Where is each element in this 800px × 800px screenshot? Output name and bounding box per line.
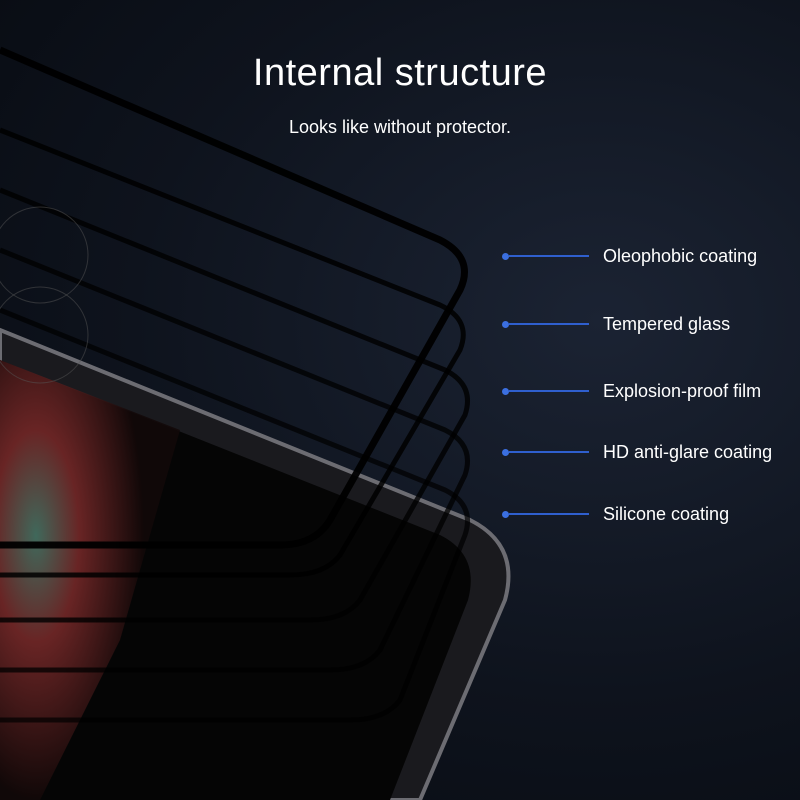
bullet-dot-icon	[502, 320, 509, 328]
layer-label-text: HD anti-glare coating	[603, 441, 773, 462]
layer-label-text: Silicone coating	[603, 503, 730, 524]
layer-label-silicone: Silicone coating	[502, 503, 730, 524]
leader-line	[509, 255, 589, 257]
glass-layers	[0, 46, 470, 723]
leader-line	[509, 390, 589, 392]
layer-label-text: Oleophobic coating	[603, 245, 758, 266]
bullet-dot-icon	[502, 252, 509, 260]
layer-label-text: Explosion-proof film	[603, 380, 762, 401]
page-subtitle: Looks like without protector.	[288, 117, 512, 137]
layer-label-text: Tempered glass	[603, 313, 731, 334]
bullet-dot-icon	[502, 387, 509, 395]
phone	[0, 327, 511, 800]
bullet-dot-icon	[502, 510, 509, 518]
layer-label-anti-glare: HD anti-glare coating	[502, 441, 773, 462]
leader-line	[509, 451, 589, 453]
leader-line	[509, 323, 589, 325]
bullet-dot-icon	[502, 448, 509, 456]
page-title: Internal structure	[252, 52, 548, 94]
layer-label-oleophobic: Oleophobic coating	[502, 245, 758, 266]
leader-line	[509, 513, 589, 515]
layer-label-explosion-proof: Explosion-proof film	[502, 380, 762, 401]
layer-label-tempered-glass: Tempered glass	[502, 313, 731, 334]
